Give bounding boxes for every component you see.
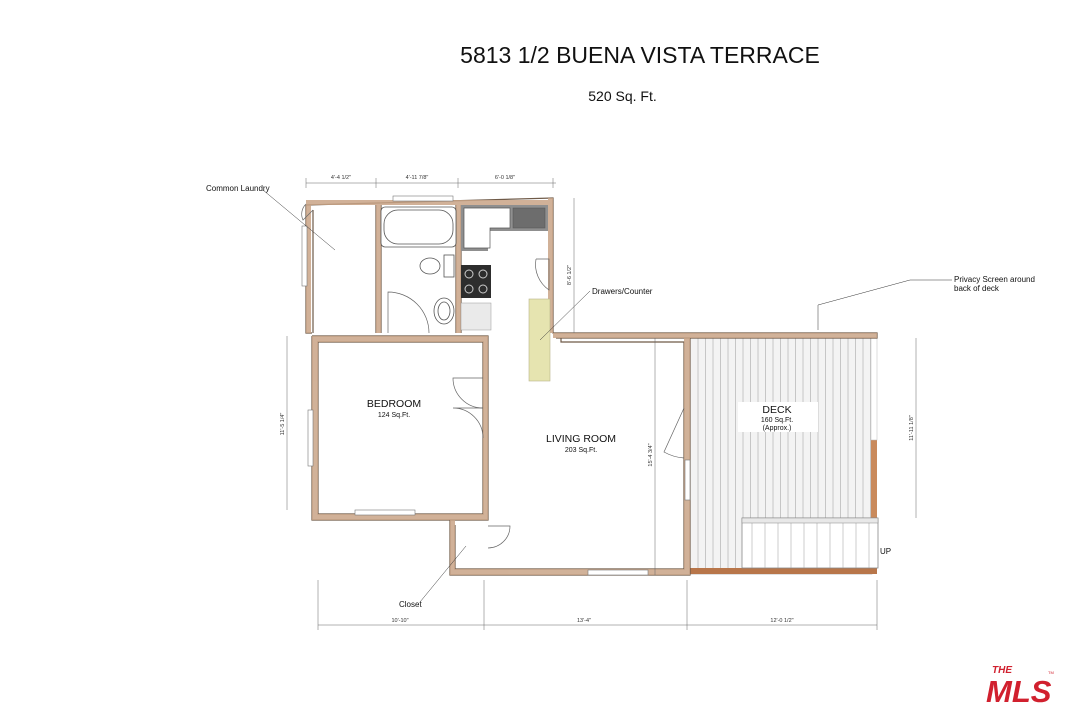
svg-text:11'-11 1/8": 11'-11 1/8" <box>909 415 915 440</box>
plan-title: 5813 1/2 BUENA VISTA TERRACE <box>460 42 820 68</box>
windows <box>301 195 691 576</box>
svg-text:12'-0 1/2": 12'-0 1/2" <box>770 618 793 624</box>
deck-label: DECK <box>762 404 791 416</box>
door-swings <box>301 203 685 549</box>
deck-area: 160 Sq.Ft. <box>761 417 793 424</box>
bedroom-label: BEDROOM <box>367 398 421 410</box>
svg-text:8'-6 1/2": 8'-6 1/2" <box>567 265 573 285</box>
closet-note: Closet <box>399 600 422 609</box>
living-room-area: 203 Sq.Ft. <box>565 447 597 454</box>
dimension-lines <box>286 178 917 630</box>
total-area: 520 Sq. Ft. <box>588 88 657 104</box>
privacy-screen-note-2: back of deck <box>954 284 1000 293</box>
drawers-counter-note: Drawers/Counter <box>592 287 653 296</box>
svg-text:6'-0 1/8": 6'-0 1/8" <box>495 175 515 181</box>
living-room-label: LIVING ROOM <box>546 433 616 445</box>
svg-text:4'-11 7/8": 4'-11 7/8" <box>406 175 429 181</box>
mls-logo: THE MLS TM <box>986 665 1054 706</box>
room-labels: BEDROOM 124 Sq.Ft. LIVING ROOM 203 Sq.Ft… <box>367 398 818 454</box>
deck-note: (Approx.) <box>763 425 792 432</box>
deck-stairs <box>741 517 879 569</box>
svg-text:15'-4 3/4": 15'-4 3/4" <box>648 443 654 466</box>
svg-text:MLS: MLS <box>986 674 1052 706</box>
bathroom-fixtures <box>380 206 457 325</box>
dimension-labels: 4'-4 1/2" 4'-11 7/8" 6'-0 1/8" 8'-6 1/2"… <box>280 175 915 624</box>
svg-text:TM: TM <box>1048 670 1054 675</box>
privacy-screen-note-1: Privacy Screen around <box>954 275 1035 284</box>
drawers-counter <box>528 298 551 382</box>
bedroom-area: 124 Sq.Ft. <box>378 412 410 419</box>
svg-text:13'-4": 13'-4" <box>577 618 591 624</box>
common-laundry-note: Common Laundry <box>206 184 270 193</box>
svg-text:11'-5 1/4": 11'-5 1/4" <box>280 413 286 436</box>
svg-text:THE: THE <box>992 665 1012 676</box>
stairs-up-note: UP <box>880 547 891 556</box>
deck-edge <box>690 568 877 574</box>
kitchen <box>460 205 551 382</box>
annotations: Common Laundry Drawers/Counter Privacy S… <box>206 184 1035 609</box>
svg-text:4'-4 1/2": 4'-4 1/2" <box>331 175 351 181</box>
svg-text:10'-10": 10'-10" <box>391 618 408 624</box>
